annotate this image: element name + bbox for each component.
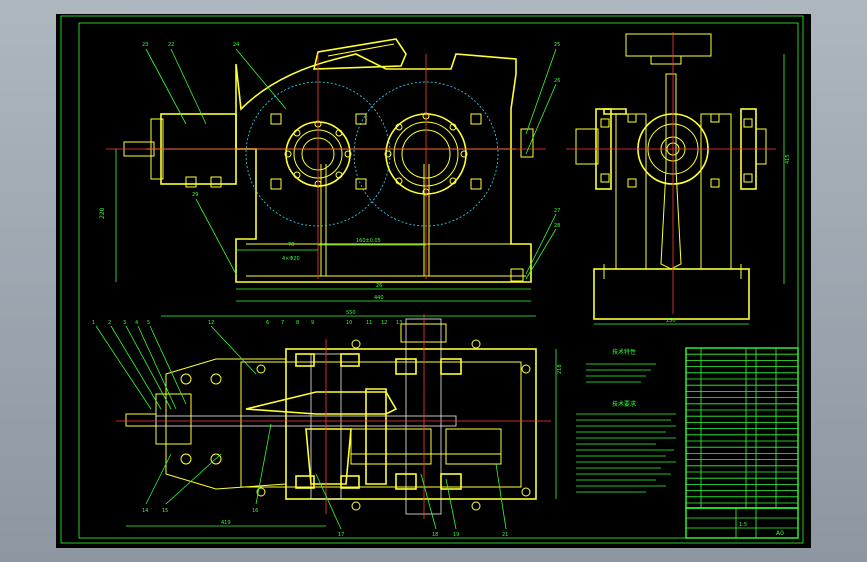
side-dim-height: 415: [785, 154, 791, 164]
dim-center: 160±0.05: [356, 238, 381, 244]
title-block: 1:5 A0: [685, 507, 799, 539]
title-sheet: A0: [776, 530, 784, 537]
side-view: 415 250: [566, 32, 791, 325]
plan-balloon-5: 5: [147, 320, 150, 326]
inner-frame: [78, 22, 799, 539]
balloon-24: 24: [233, 42, 239, 48]
cad-viewport[interactable]: 220 70 4×Φ20 160±0.05 26 440 550 23 22 2…: [56, 14, 811, 548]
plan-balloon-6: 6: [266, 320, 269, 326]
balloon-29: 29: [192, 192, 198, 198]
inspection-cover: [312, 38, 407, 70]
plan-balloon-13: 13: [396, 320, 402, 326]
plan-balloon-3: 3: [123, 320, 126, 326]
plan-balloon-7: 7: [281, 320, 284, 326]
plan-balloon-17: 17: [338, 532, 344, 538]
plan-dim-left: 419: [221, 520, 231, 526]
req-title: 技术要求: [612, 400, 636, 408]
plan-balloon-19: 19: [453, 532, 459, 538]
balloon-23: 23: [142, 42, 148, 48]
dim-height: 220: [99, 207, 106, 219]
plan-balloon-15: 15: [162, 508, 168, 514]
dim-total: 550: [346, 310, 356, 316]
plan-view: 218 419 1 2 3 4 5 12 6 7 8 9 10 11 12 13: [92, 314, 563, 538]
plan-balloon-12a: 12: [208, 320, 214, 326]
dim-bolt: 4×Φ20: [282, 256, 300, 262]
plan-balloon-14: 14: [142, 508, 148, 514]
plan-balloon-16: 16: [252, 508, 258, 514]
balloon-25: 25: [554, 42, 560, 48]
plan-balloon-21: 21: [502, 532, 508, 538]
dim-inner: 70: [288, 242, 294, 248]
balloon-26: 26: [554, 78, 560, 84]
balloon-27: 27: [554, 208, 560, 214]
drawing-canvas: 220 70 4×Φ20 160±0.05 26 440 550 23 22 2…: [60, 15, 804, 544]
plan-balloon-9: 9: [311, 320, 314, 326]
plan-balloon-10: 10: [346, 320, 352, 326]
side-dim-width: 250: [666, 318, 676, 324]
balloon-28: 28: [554, 223, 560, 229]
plan-housing: [285, 348, 537, 500]
plan-balloon-8: 8: [296, 320, 299, 326]
side-base: [593, 268, 750, 320]
plan-dim-width: 218: [557, 364, 563, 374]
plan-balloon-4: 4: [135, 320, 138, 326]
tech-title: 技术特性: [612, 348, 636, 356]
front-view: 220 70 4×Φ20 160±0.05 26 440 550 23 22 2…: [99, 38, 560, 317]
housing-outline: [235, 53, 532, 283]
outer-frame: [60, 15, 804, 544]
plan-balloon-1: 1: [92, 320, 95, 326]
dim-base: 26: [376, 283, 382, 289]
plan-balloon-12b: 12: [381, 320, 387, 326]
parts-list: [685, 347, 799, 509]
plan-balloon-2: 2: [108, 320, 111, 326]
plan-balloon-11: 11: [366, 320, 372, 326]
dim-width: 440: [374, 295, 384, 301]
title-scale: 1:5: [739, 522, 747, 528]
notes: 技术特性 技术要求: [576, 348, 676, 493]
balloon-22: 22: [168, 42, 174, 48]
plan-balloon-18: 18: [432, 532, 438, 538]
